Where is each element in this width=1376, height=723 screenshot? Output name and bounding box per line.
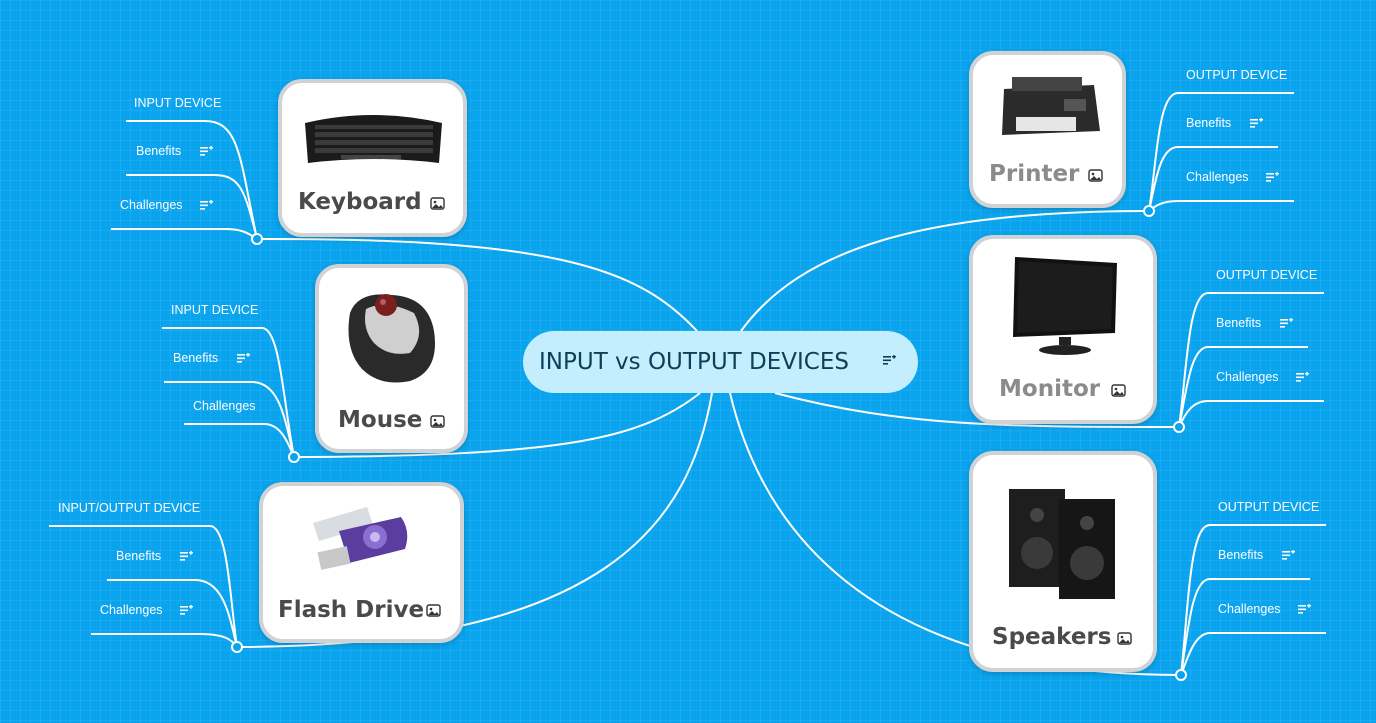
notes-icon[interactable] bbox=[1266, 172, 1279, 183]
child-label[interactable]: OUTPUT DEVICE bbox=[1216, 268, 1318, 282]
notes-icon[interactable] bbox=[237, 353, 250, 364]
notes-icon[interactable] bbox=[883, 355, 896, 366]
child-label[interactable]: Benefits bbox=[1216, 316, 1262, 330]
node-printer[interactable]: Printer bbox=[969, 51, 1126, 208]
notes-icon[interactable] bbox=[200, 146, 213, 157]
node-speakers[interactable]: Speakers bbox=[969, 451, 1157, 672]
notes-icon[interactable] bbox=[1282, 550, 1295, 561]
child-label[interactable]: OUTPUT DEVICE bbox=[1218, 500, 1320, 514]
node-title: Flash Drive bbox=[278, 597, 425, 623]
child-label[interactable]: INPUT DEVICE bbox=[171, 303, 259, 317]
image-icon[interactable] bbox=[430, 415, 445, 428]
mouse-image bbox=[340, 283, 444, 387]
child-label[interactable]: Challenges bbox=[193, 399, 256, 413]
child-label[interactable]: Challenges bbox=[1216, 370, 1279, 384]
image-icon[interactable] bbox=[426, 604, 441, 617]
notes-icon[interactable] bbox=[1250, 118, 1263, 129]
node-monitor[interactable]: Monitor bbox=[969, 235, 1157, 424]
node-flash-drive[interactable]: Flash Drive bbox=[259, 482, 464, 643]
keyboard-image bbox=[301, 97, 446, 173]
node-title: Speakers bbox=[992, 624, 1112, 650]
notes-icon[interactable] bbox=[1296, 372, 1309, 383]
child-label[interactable]: Benefits bbox=[1218, 548, 1264, 562]
flash-drive-image bbox=[309, 501, 414, 579]
node-title: Printer bbox=[989, 161, 1080, 187]
child-label[interactable]: OUTPUT DEVICE bbox=[1186, 68, 1288, 82]
image-icon[interactable] bbox=[1117, 632, 1132, 645]
child-label[interactable]: Challenges bbox=[1186, 170, 1249, 184]
image-icon[interactable] bbox=[430, 197, 445, 210]
child-label[interactable]: Challenges bbox=[120, 198, 183, 212]
child-label[interactable]: INPUT DEVICE bbox=[134, 96, 222, 110]
notes-icon[interactable] bbox=[200, 200, 213, 211]
monitor-image bbox=[989, 253, 1141, 359]
notes-icon[interactable] bbox=[1298, 604, 1311, 615]
node-mouse[interactable]: Mouse bbox=[315, 264, 468, 453]
node-title: Mouse bbox=[338, 407, 423, 433]
node-keyboard[interactable]: Keyboard bbox=[278, 79, 467, 237]
image-icon[interactable] bbox=[1111, 384, 1126, 397]
node-title: Monitor bbox=[999, 376, 1101, 402]
node-title: Keyboard bbox=[298, 189, 422, 215]
notes-icon[interactable] bbox=[180, 551, 193, 562]
child-label[interactable]: Challenges bbox=[1218, 602, 1281, 616]
speakers-image bbox=[989, 471, 1141, 609]
central-topic-label: INPUT vs OUTPUT DEVICES bbox=[539, 349, 849, 375]
central-topic[interactable]: INPUT vs OUTPUT DEVICES bbox=[523, 331, 918, 393]
child-label[interactable]: Benefits bbox=[136, 144, 182, 158]
child-label[interactable]: Benefits bbox=[116, 549, 162, 563]
child-label[interactable]: Benefits bbox=[173, 351, 219, 365]
child-label[interactable]: Challenges bbox=[100, 603, 163, 617]
child-label[interactable]: Benefits bbox=[1186, 116, 1232, 130]
notes-icon[interactable] bbox=[180, 605, 193, 616]
printer-image bbox=[994, 69, 1106, 147]
child-label[interactable]: INPUT/OUTPUT DEVICE bbox=[58, 501, 201, 515]
notes-icon[interactable] bbox=[1280, 318, 1293, 329]
image-icon[interactable] bbox=[1088, 169, 1103, 182]
